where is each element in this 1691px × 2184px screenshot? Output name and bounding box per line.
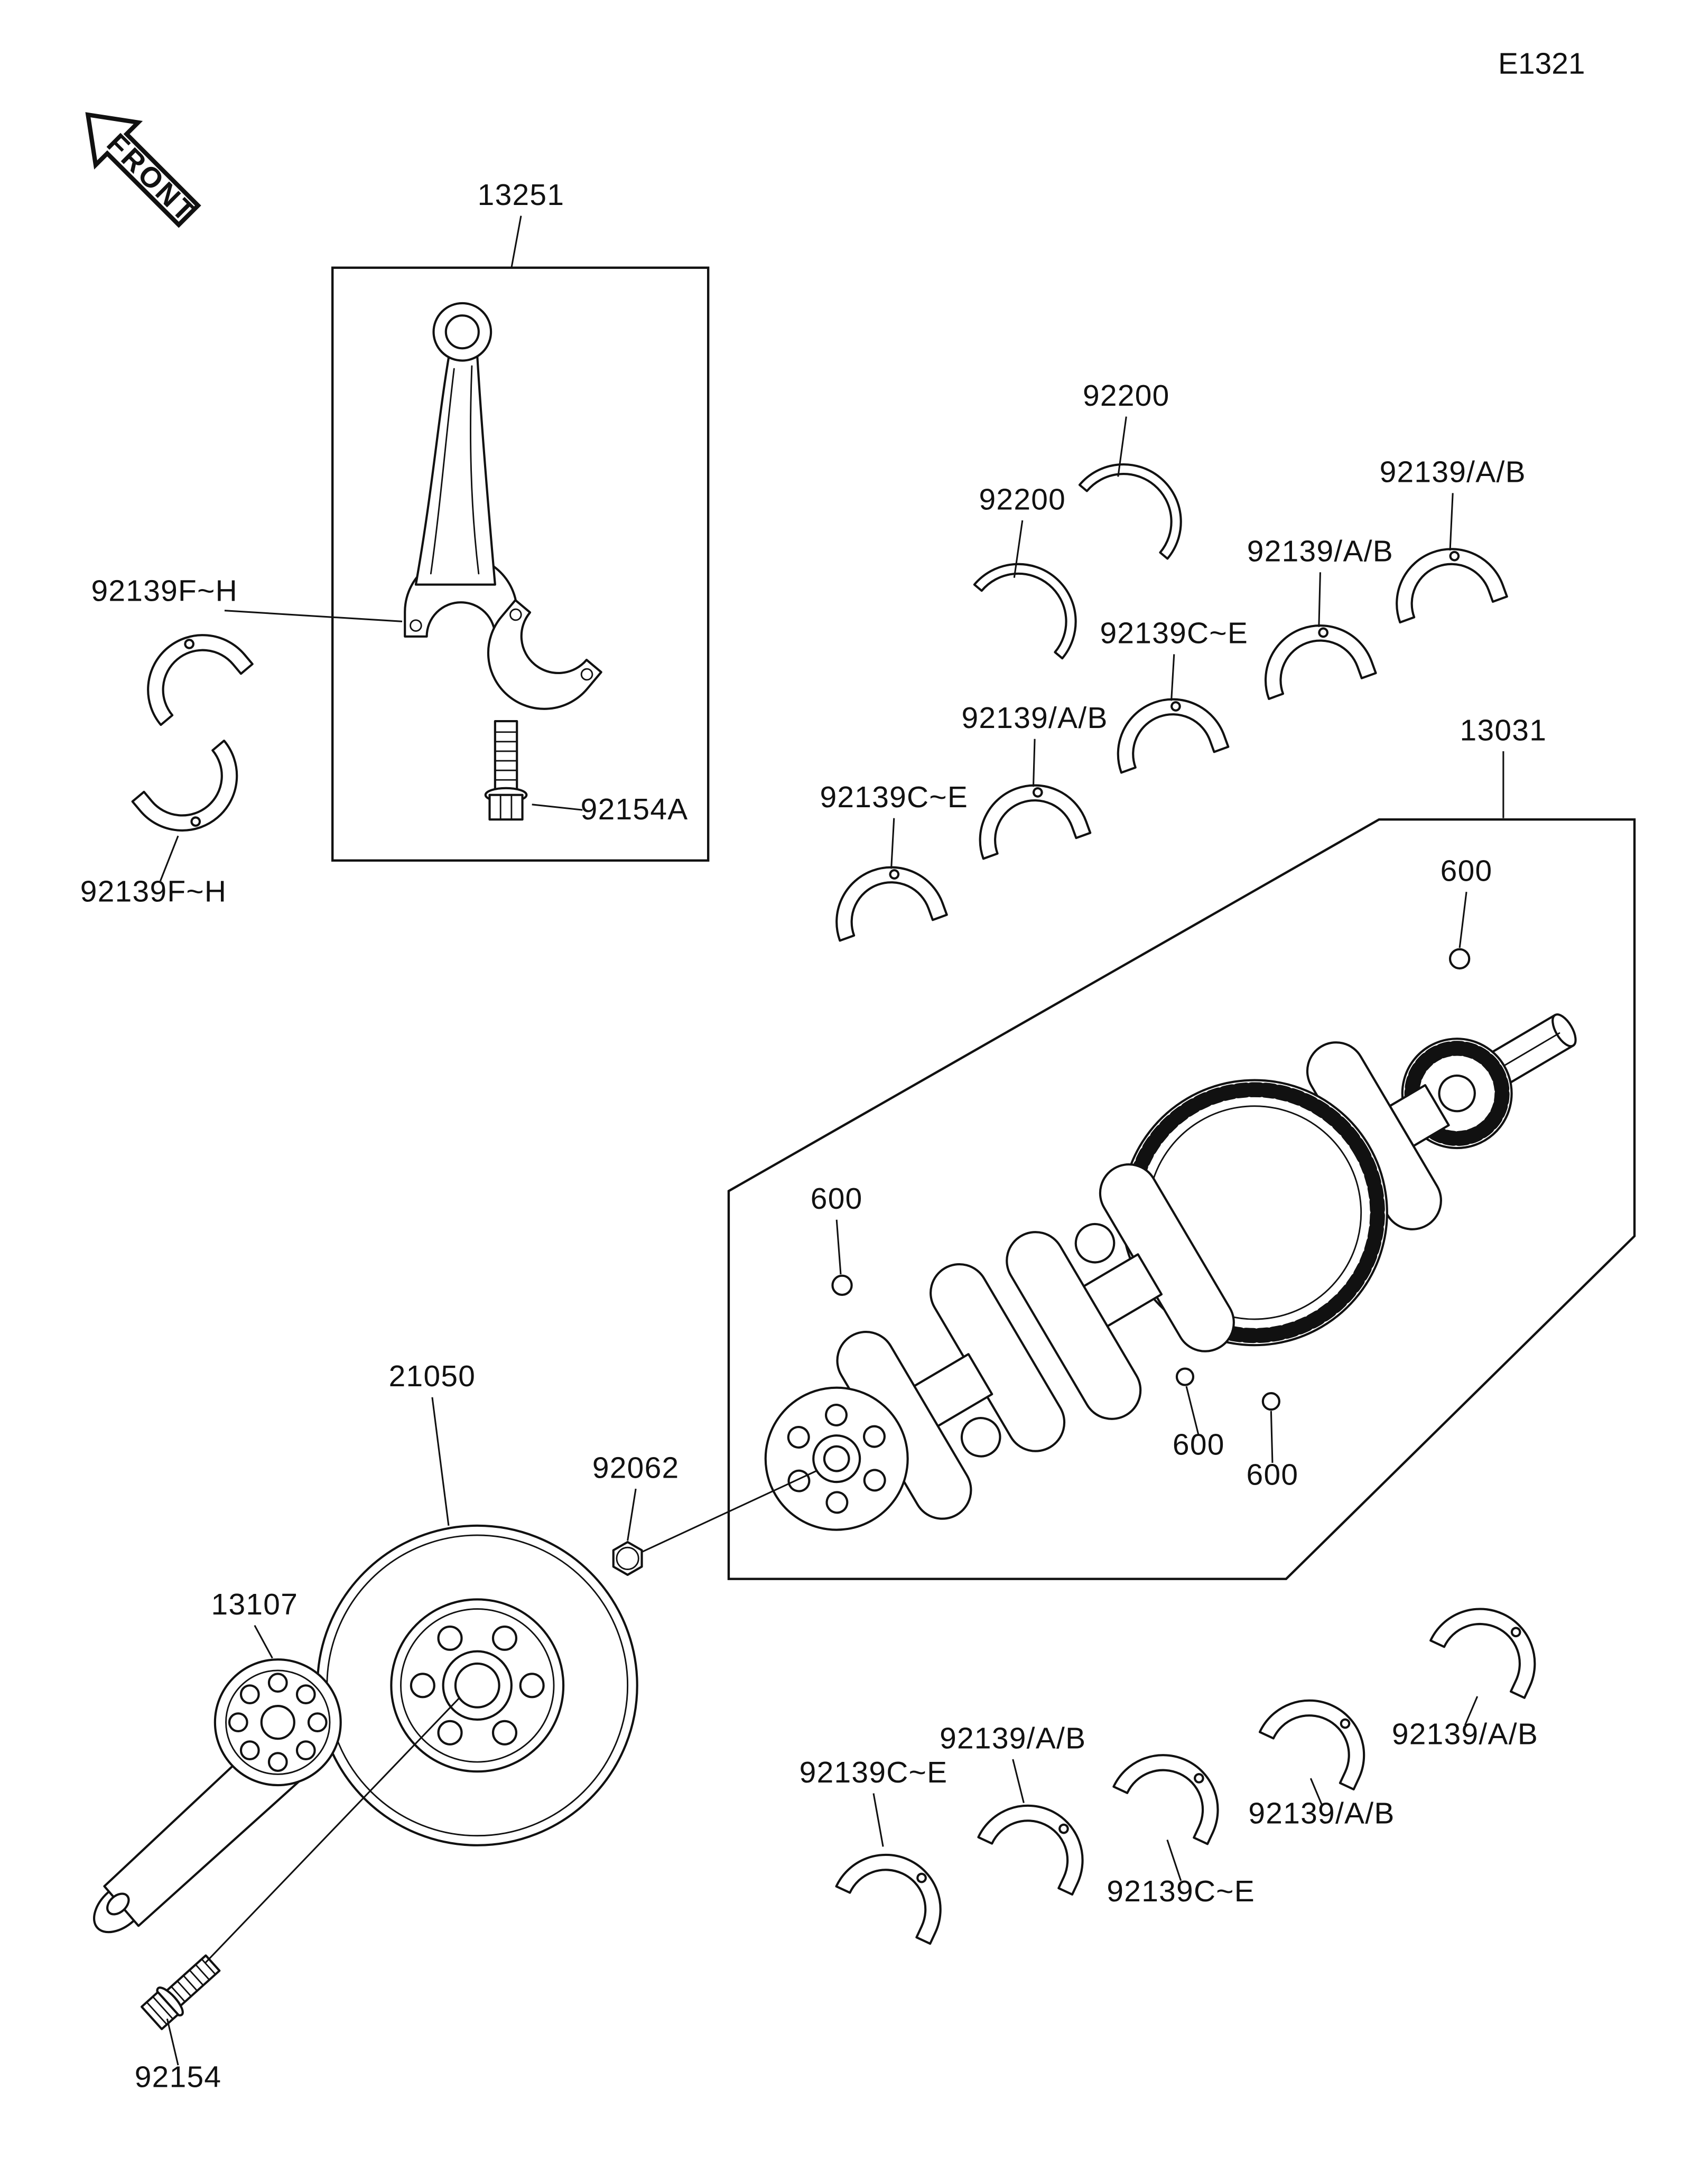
main-bearing-shell-l1 (1425, 1591, 1553, 1698)
label-13107: 13107 (211, 1588, 299, 1621)
connecting-rod-drawing (404, 302, 602, 710)
conrod-bearing-shell-upper (126, 613, 253, 734)
flywheel-drawing (316, 1524, 638, 1846)
label-92200-2: 92200 (979, 483, 1066, 516)
main-bearing-shell-l5 (831, 1837, 959, 1944)
label-92139ce-1: 92139C~E (1100, 617, 1248, 650)
label-92139ab-3: 92139/A/B (961, 702, 1108, 735)
label-92139ab-4: 92139/A/B (940, 1722, 1086, 1755)
dowel-pin-3 (1175, 1367, 1195, 1386)
label-13251: 13251 (478, 179, 565, 212)
connecting-rod-box (331, 266, 710, 862)
label-92200-1: 92200 (1083, 379, 1170, 413)
conrod-cap-drawing (487, 599, 602, 710)
dowel-pin-1 (1448, 948, 1471, 970)
label-600-2: 600 (811, 1182, 863, 1216)
main-bearing-shell-u2 (1250, 610, 1376, 711)
thrust-washer-2 (974, 540, 1099, 658)
label-92139ab-5: 92139/A/B (1248, 1797, 1395, 1830)
label-13031: 13031 (1460, 714, 1547, 747)
conrod-bolt-drawing (484, 720, 528, 821)
label-92139ab-1: 92139/A/B (1380, 456, 1526, 489)
main-bearing-shell-l3 (1109, 1737, 1236, 1844)
crankshaft-drawing (764, 1013, 1577, 1531)
flywheel-bolt-drawing (140, 1954, 221, 2030)
label-92139ab-6: 92139/A/B (1392, 1718, 1538, 1751)
front-label: FRONT (101, 127, 203, 230)
dowel-pin-2 (831, 1274, 853, 1296)
label-92139ce-4: 92139C~E (1107, 1875, 1255, 1908)
label-600-1: 600 (1441, 855, 1493, 888)
conrod-bearing-shell-lower (133, 731, 259, 853)
label-92154a: 92154A (581, 793, 689, 826)
label-92062: 92062 (592, 1451, 680, 1485)
label-92139ce-2: 92139C~E (820, 781, 968, 814)
leader-lines (159, 216, 1504, 2066)
thrust-washer-1 (1080, 441, 1204, 559)
main-bearing-shell-l2 (1255, 1683, 1382, 1789)
crank-nut-drawing (612, 1541, 643, 1576)
label-600-4: 600 (1247, 1458, 1299, 1491)
crankshaft-boundary-box (727, 818, 1636, 1580)
page-code: E1321 (1498, 48, 1585, 81)
label-92139fh-2: 92139F~H (80, 875, 227, 908)
label-21050: 21050 (389, 1360, 476, 1393)
main-bearing-shell-u1 (1381, 534, 1507, 634)
main-bearing-shell-l4 (973, 1788, 1101, 1894)
main-bearing-shell-u3 (1103, 684, 1229, 785)
hub-drawing (93, 1658, 342, 1934)
label-92139fh-1: 92139F~H (91, 575, 237, 608)
label-92139ce-3: 92139C~E (800, 1756, 948, 1789)
main-bearing-shell-u5 (821, 852, 947, 953)
main-bearing-shell-u4 (965, 770, 1091, 870)
label-92139ab-2: 92139/A/B (1247, 535, 1393, 568)
dowel-pin-4 (1261, 1392, 1280, 1411)
front-arrow: FRONT (85, 112, 203, 230)
label-600-3: 600 (1173, 1428, 1225, 1461)
label-92154: 92154 (135, 2060, 222, 2094)
